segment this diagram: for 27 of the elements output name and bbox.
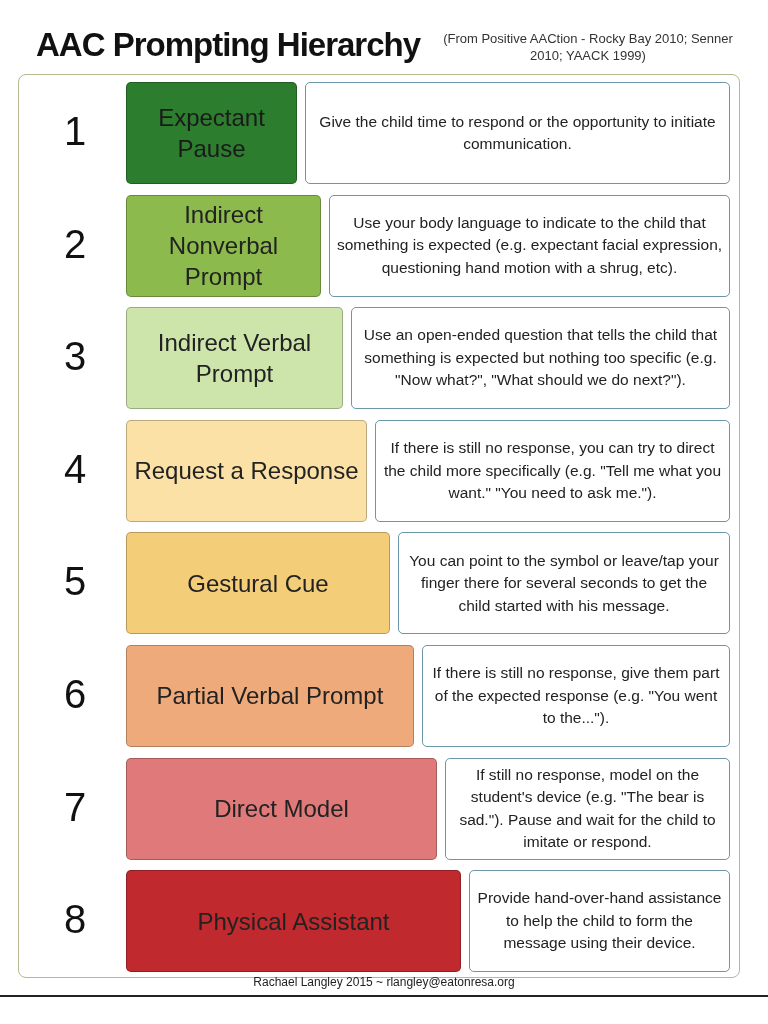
step-number: 1 — [62, 109, 88, 154]
description-box: You can point to the symbol or leave/tap your finger there for several seconds to get the child started with his message. — [398, 532, 730, 635]
description-box: Give the child time to respond or the opportunity to initiate communication. — [305, 82, 730, 184]
prompt-level-box: Indirect Nonverbal Prompt — [126, 194, 321, 297]
prompt-level-box: Partial Verbal Prompt — [126, 645, 414, 747]
description-box: If there is still no response, give them part of the expected response (e.g. "You went to the..."). — [422, 645, 730, 747]
prompt-level-box: Request a Response — [126, 419, 367, 522]
description-box: Use your body language to indicate to the child that something is expected (e.g. expectant facial expression, questioning hand motion with a shrug, etc). — [329, 194, 730, 297]
step-number: 5 — [62, 559, 88, 605]
step-number: 2 — [62, 221, 88, 267]
source-citation: (From Positive AACtion - Rocky Bay 2010; Senner 2010; YAACK 1999) — [442, 31, 734, 65]
prompt-level-box: Direct Model — [126, 757, 437, 860]
prompt-level-box: Expectant Pause — [126, 82, 297, 184]
description-box: If still no response, model on the student's device (e.g. "The bear is sad."). Pause and wait for the child to imitate or respond. — [445, 757, 730, 860]
step-number: 4 — [62, 446, 88, 492]
prompt-level-box: Physical Assistant — [126, 870, 461, 973]
prompt-level-box: Indirect Verbal Prompt — [126, 307, 343, 410]
step-number: 8 — [62, 897, 88, 943]
step-number: 3 — [62, 334, 88, 380]
step-number: 7 — [62, 784, 88, 830]
description-box: If there is still no response, you can try to direct the child more specifically (e.g. "Tell me what you want." "You need to ask me."). — [375, 419, 730, 522]
step-number: 6 — [62, 672, 88, 717]
title: AAC Prompting Hierarchy — [36, 26, 421, 64]
author-credit: Rachael Langley 2015 ~ rlangley@eatonresa.org — [253, 975, 515, 989]
prompt-level-box: Gestural Cue — [126, 532, 390, 635]
description-box: Use an open-ended question that tells the child that something is expected but nothing too specific (e.g. "Now what?", "What should we do next?"). — [351, 307, 730, 410]
description-box: Provide hand-over-hand assistance to help the child to form the message using their device. — [469, 870, 730, 973]
